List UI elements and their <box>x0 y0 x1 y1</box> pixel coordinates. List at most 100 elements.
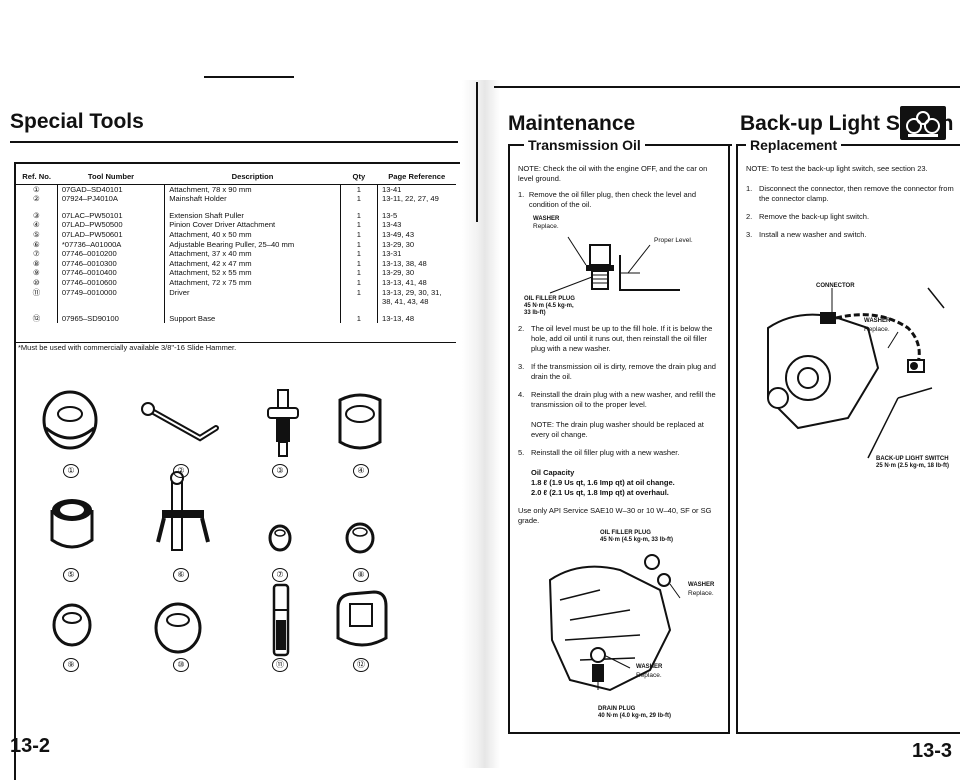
oil-grade-text: Use only API Service SAE10 W–30 or 10 W–… <box>518 506 712 525</box>
washer-replace-label: Replace. <box>864 326 890 333</box>
oil-capacity-overhaul: 2.0 ℓ (2.1 Us qt, 1.8 Imp qt) at overhau… <box>531 488 669 497</box>
cell-tool: 07746–0010400 <box>56 268 165 278</box>
cell-desc: Attachment, 52 x 55 mm <box>164 268 341 278</box>
fig1-torque-2: 33 lb-ft) <box>524 310 546 316</box>
cell-page: 13-5 <box>376 203 456 221</box>
cell-ref: ④ <box>33 220 40 230</box>
fig1-torque-1: 45 N·m (4.5 kg-m, <box>524 303 574 309</box>
tools-panel <box>14 162 460 780</box>
replace-step-3: Install a new washer and switch. <box>759 230 867 239</box>
oil-filler-plug-figure <box>549 236 680 294</box>
cell-page: 13-13, 41, 48 <box>376 277 456 288</box>
cell-page: 13-13, 29, 30, 31, 38, 41, 43, 48 <box>376 287 456 307</box>
tool-caption-4: ④ <box>353 464 369 478</box>
top-rule <box>204 76 294 78</box>
cell-ref: ⑪ <box>32 287 41 297</box>
col-page: Page Reference <box>377 170 456 185</box>
cell-tool: 07924–PJ4010A <box>56 194 165 204</box>
cell-desc: Attachment, 78 x 90 mm <box>164 184 341 195</box>
section-title-maintenance: Maintenance <box>508 112 636 135</box>
tool-6-drawing <box>156 471 210 551</box>
cell-tool: 07746–0010600 <box>56 277 165 288</box>
fig2-plug-label: OIL FILLER PLUG <box>600 530 651 536</box>
cell-page: 13-29, 30 <box>376 268 456 278</box>
replacement-steps: 1.Disconnect the connector, then remove … <box>746 184 954 239</box>
cell-tool: 07LAC–PW50101 <box>56 203 165 221</box>
fig2-plug-torque: 45 N·m (4.5 kg-m, 33 lb-ft) <box>600 537 674 543</box>
tools-illustration <box>42 389 388 657</box>
panel-bottom <box>508 732 730 734</box>
cell-desc: Mainshaft Holder <box>164 194 341 204</box>
cell-qty: 1 <box>339 239 378 250</box>
tool-caption-12: ⑫ <box>353 658 369 672</box>
fig2-washer-1: WASHER <box>688 582 715 588</box>
cell-page: 13-49, 43 <box>376 229 456 240</box>
tool-caption-5: ⑤ <box>63 568 79 582</box>
cell-tool: 07746–0010300 <box>56 258 165 269</box>
step-5-text: Reinstall the oil filler plug with a new… <box>531 448 680 457</box>
cell-page: 13-31 <box>376 249 456 259</box>
title-rule <box>10 141 458 143</box>
col-tool: Tool Number <box>57 170 165 185</box>
cell-page: 13-29, 30 <box>376 239 456 250</box>
fig2-drain-torque: 40 N·m (4.0 kg-m, 29 lb-ft) <box>598 713 672 719</box>
cell-tool: 07965–SD90100 <box>56 306 165 324</box>
cell-page: 13-11, 22, 27, 49 <box>376 194 456 204</box>
tool-7-drawing <box>268 524 292 552</box>
tool-caption-9: ⑨ <box>63 658 79 672</box>
col-ref: Ref. No. <box>16 170 58 185</box>
cell-desc: Attachment, 37 x 40 mm <box>164 249 341 259</box>
tool-5-drawing <box>50 499 94 549</box>
cell-ref: ③ <box>33 210 40 220</box>
fig2-washer-2: WASHER <box>636 664 663 670</box>
col-qty: Qty <box>340 170 378 185</box>
tool-caption-6: ⑥ <box>173 568 189 582</box>
right-panel-bottom <box>736 732 960 734</box>
cell-qty: 1 <box>339 229 378 240</box>
backup-switch-torque: 25 N·m (2.5 kg-m, 18 lb-ft) <box>876 463 950 469</box>
cell-desc: Support Base <box>164 306 341 324</box>
cell-qty: 1 <box>339 249 378 259</box>
cell-ref: ⑦ <box>33 249 40 259</box>
cell-qty: 1 <box>339 203 378 221</box>
tool-8-drawing <box>345 522 375 554</box>
page-title-special-tools: Special Tools <box>10 110 144 133</box>
replacement-panel <box>736 144 960 734</box>
binding-gutter <box>462 80 500 768</box>
cell-desc: Attachment, 72 x 75 mm <box>164 277 341 288</box>
step-1-text: Remove the oil filler plug, then check t… <box>528 190 697 209</box>
note-test-switch: NOTE: To test the back-up light switch, … <box>746 164 928 173</box>
replace-step-1: Disconnect the connector, then remove th… <box>759 184 954 203</box>
cell-desc: Attachment, 42 x 47 mm <box>164 258 341 269</box>
cell-tool: 07GAD–SD40101 <box>56 184 165 195</box>
cell-page: 13-43 <box>376 220 456 230</box>
fig1-proper-level-label: Proper Level. <box>654 237 693 244</box>
cell-desc: Extension Shaft Puller <box>164 203 341 221</box>
right-top-rule <box>494 86 960 88</box>
fig2-replace-2: Replace. <box>636 672 662 679</box>
step-3-text: If the transmission oil is dirty, remove… <box>531 362 716 381</box>
cell-qty: 1 <box>339 306 378 324</box>
tool-10-drawing <box>154 602 202 654</box>
cell-desc: Attachment, 40 x 50 mm <box>164 229 341 240</box>
cell-desc: Adjustable Bearing Puller, 25–40 mm <box>164 239 341 250</box>
cell-qty: 1 <box>339 268 378 278</box>
steps-2-5: 2.The oil level must be up to the fill h… <box>518 324 722 526</box>
fig2-replace-1: Replace. <box>688 590 714 597</box>
tool-caption-8: ⑧ <box>353 568 369 582</box>
backup-switch-label: BACK-UP LIGHT SWITCH <box>876 456 949 462</box>
cell-qty: 1 <box>339 258 378 269</box>
tool-caption-1: ① <box>63 464 79 478</box>
replace-step-2: Remove the back-up light switch. <box>759 212 870 221</box>
table-bottom-rule <box>16 342 456 343</box>
cell-page: 13-41 <box>376 184 456 195</box>
